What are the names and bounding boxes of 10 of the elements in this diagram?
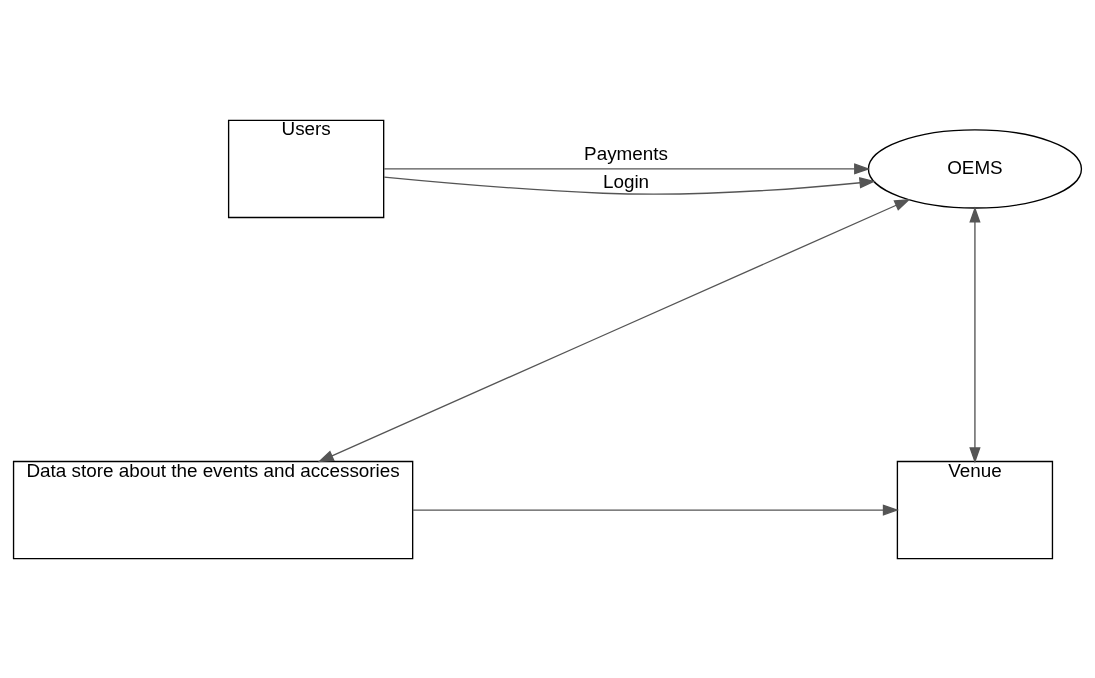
arrow <box>412 503 900 516</box>
node-box: Data store about the events and accessories <box>12 460 414 559</box>
node-box: Users <box>227 119 385 218</box>
arrow <box>969 205 981 464</box>
arrow <box>383 162 871 175</box>
node-box: Venue <box>896 460 1054 559</box>
arrow <box>317 198 911 462</box>
edge-label: Payments <box>584 142 668 164</box>
edge-label: Login <box>602 170 650 192</box>
arrow <box>383 175 876 195</box>
